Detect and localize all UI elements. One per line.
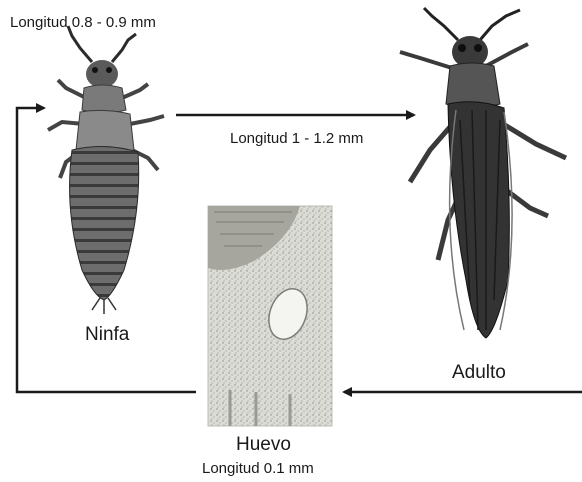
adult-name-label: Adulto <box>452 362 506 384</box>
nymph-name-label: Ninfa <box>85 324 129 346</box>
egg-size-label: Longitud 0.1 mm <box>202 460 314 477</box>
adult-illustration <box>400 8 566 338</box>
nymph-size-label: Longitud 0.8 - 0.9 mm <box>10 14 156 31</box>
egg-illustration <box>208 206 332 426</box>
adult-size-label: Longitud 1 - 1.2 mm <box>230 130 363 147</box>
nymph-illustration <box>48 26 164 314</box>
egg-name-label: Huevo <box>236 434 291 456</box>
